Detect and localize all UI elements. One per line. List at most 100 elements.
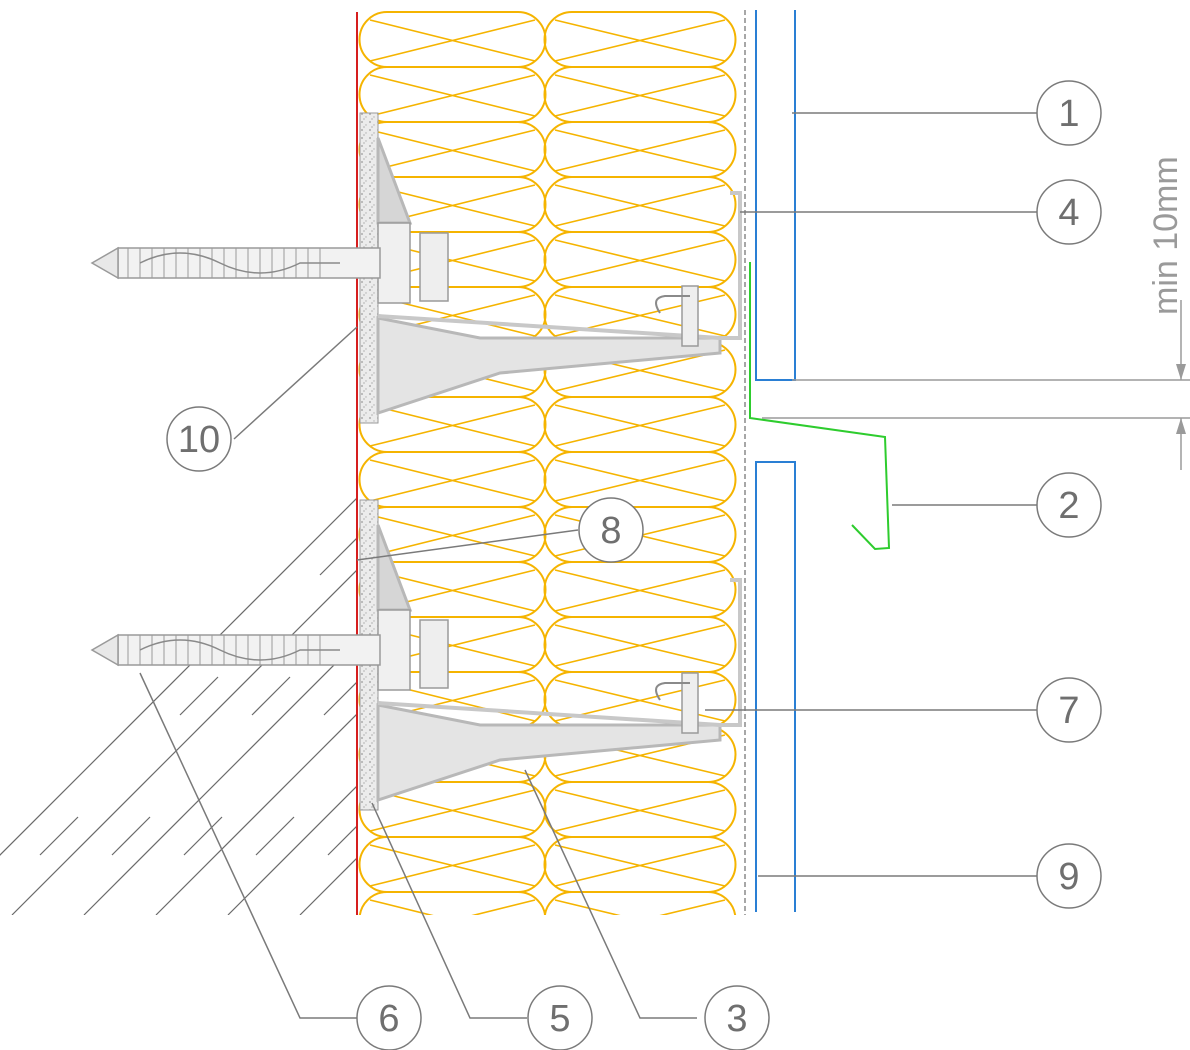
hatch-dash — [1032, 257, 1070, 295]
callout-label: 3 — [726, 998, 747, 1040]
hatch-dash — [39, 816, 79, 856]
hook-clip — [655, 682, 690, 701]
dimension-min-10mm: min 10mm — [762, 156, 1190, 470]
hatch-line — [155, 0, 357, 915]
insulation-loop — [543, 836, 737, 893]
callout-6: 6 — [356, 985, 422, 1050]
insulation-fibre — [554, 899, 726, 915]
hatch-line — [11, 0, 357, 915]
insulation-loop — [543, 11, 737, 68]
hatch-dash — [1168, 0, 1190, 15]
callout-2: 2 — [1036, 472, 1102, 538]
hatch-dash — [760, 817, 798, 855]
hook-clip — [655, 295, 690, 314]
hatch-dash — [832, 817, 870, 855]
insulation-loop — [358, 451, 547, 508]
insulation-loop — [543, 891, 737, 915]
callout-4: 4 — [1036, 179, 1102, 245]
callout-8: 8 — [578, 497, 644, 563]
callout-circle — [704, 985, 770, 1050]
insulation-loop — [358, 891, 547, 915]
hatch-dash — [960, 257, 998, 295]
hatch-dash — [896, 537, 934, 575]
hatch-dash — [1116, 677, 1154, 715]
hatch-dash — [1112, 537, 1150, 575]
bracket-web-top — [376, 137, 413, 225]
hatch-dash — [1172, 117, 1190, 155]
l-profile — [377, 191, 742, 340]
hatch-dash — [880, 0, 918, 15]
callout-1: 1 — [1036, 80, 1102, 146]
callout-label: 4 — [1058, 192, 1079, 234]
bolt-plate — [377, 609, 411, 691]
insulation-fibre — [554, 459, 726, 502]
hatch-dash — [327, 816, 357, 856]
hatch-dash — [752, 537, 790, 575]
hatch-line — [876, 0, 1190, 915]
callout-circle — [578, 497, 644, 563]
insulation-loop — [543, 781, 737, 838]
hatch-dash — [319, 536, 357, 576]
hatch-dash — [824, 537, 862, 575]
hatch-dash — [748, 397, 786, 435]
insulation-fibre — [554, 789, 726, 832]
hatch-dash — [816, 257, 854, 295]
insulation-fibre — [369, 459, 536, 502]
hatch-dash — [888, 257, 926, 295]
bracket-assembly — [90, 499, 742, 811]
hex-nut — [419, 232, 449, 302]
concrete-wall — [0, 0, 1190, 915]
insulation-loop — [543, 561, 737, 618]
callout-label: 5 — [549, 998, 570, 1040]
insulation-loop — [543, 121, 737, 178]
hatch-line — [660, 0, 1190, 915]
bracket-web-top — [376, 524, 413, 612]
callout-label: 10 — [178, 419, 220, 461]
leader-6 — [139, 672, 357, 1019]
insulation-fibre — [554, 239, 726, 282]
lower-panel — [755, 461, 796, 912]
cladding-panels — [755, 10, 796, 912]
leader-3 — [524, 769, 697, 1019]
hatch-dash — [1036, 397, 1074, 435]
callout-circle — [1036, 677, 1102, 743]
hatch-dash — [1040, 537, 1078, 575]
hatch-line — [732, 0, 1190, 915]
callout-9: 9 — [1036, 843, 1102, 909]
insulation-fibre — [369, 514, 536, 557]
hatch-line — [83, 0, 357, 915]
wall-anchor — [90, 246, 381, 280]
callout-10: 10 — [166, 406, 232, 472]
callout-circle — [1036, 472, 1102, 538]
l-profile — [377, 578, 742, 727]
hatch-dash — [1184, 537, 1190, 575]
hatch-dash — [976, 817, 1014, 855]
hatch-line — [1164, 0, 1190, 915]
hatch-dash — [1024, 0, 1062, 15]
callout-circle — [527, 985, 593, 1050]
horizontal-flashing — [749, 262, 891, 551]
callout-label: 2 — [1058, 485, 1079, 527]
wall-anchor — [90, 633, 381, 667]
hatch-dash — [1096, 0, 1134, 15]
hatch-line — [1092, 0, 1190, 915]
hatch-dash — [904, 817, 942, 855]
leader-10 — [233, 326, 358, 440]
callout-7: 7 — [1036, 677, 1102, 743]
leader-lines — [139, 112, 1037, 1019]
self-tapping-screw — [681, 285, 699, 347]
hatch-dash — [892, 397, 930, 435]
insulation-fibre — [369, 74, 536, 117]
callout-label: 7 — [1058, 690, 1079, 732]
insulation-fibre — [554, 129, 726, 172]
leader-5 — [371, 802, 527, 1019]
hatch-dash — [680, 537, 718, 575]
hatch-dash — [612, 677, 650, 715]
hatch-dash — [183, 816, 223, 856]
insulation-fibre — [554, 184, 726, 227]
leader-8 — [356, 529, 579, 561]
insulation-fibre — [369, 789, 536, 832]
insulation-loop — [543, 231, 737, 288]
insulation-fibre — [554, 624, 726, 667]
